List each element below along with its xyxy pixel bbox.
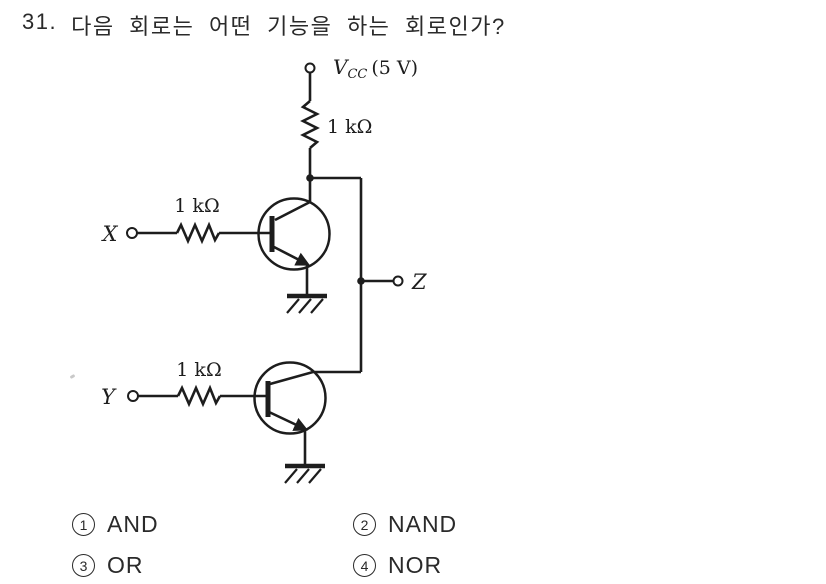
transistor-q1 — [257, 197, 331, 296]
answer-options: 1 AND 2 NAND 3 OR 4 NOR — [72, 511, 457, 578]
transistor-q2 — [253, 361, 327, 466]
vcc-label: VCC (5 V) — [333, 55, 418, 82]
vcc-label-v: V — [333, 55, 350, 79]
q1-emitter — [273, 245, 311, 266]
q1-body — [257, 197, 331, 271]
question-number: 31. — [22, 9, 58, 34]
option-4-label: NOR — [388, 551, 443, 578]
q2-body — [253, 361, 327, 435]
option-1: 1 AND — [72, 511, 353, 537]
input-y-terminal — [127, 390, 139, 402]
question: 31. 다음 회로는 어떤 기능을 하는 회로인가? — [22, 9, 506, 41]
input-y-resistor — [176, 384, 222, 408]
option-3-label: OR — [107, 551, 144, 578]
option-3-circled-number: 3 — [72, 553, 95, 577]
option-2-label: NAND — [388, 510, 458, 537]
option-3: 3 OR — [72, 552, 353, 578]
wire-resistor-to-q1-collector — [274, 148, 312, 222]
junction-dot-output — [357, 277, 365, 285]
pullup-resistor-label: 1 kΩ — [327, 116, 372, 138]
input-x-terminal — [126, 227, 138, 239]
input-x-resistor-label: 1 kΩ — [174, 195, 219, 217]
pullup-resistor — [300, 100, 320, 149]
option-4: 4 NOR — [353, 552, 457, 578]
option-2-circled-number: 2 — [353, 512, 376, 536]
terminals — [126, 62, 404, 402]
ground-hatches — [284, 468, 322, 484]
ground-symbol-q1 — [286, 293, 327, 314]
vcc-terminal — [304, 62, 316, 74]
junction-dot-collector — [306, 174, 314, 182]
input-y-label: Y — [101, 385, 117, 409]
vcc-label-voltage: (5 V) — [371, 57, 418, 79]
output-z-terminal — [392, 275, 404, 287]
question-text: 다음 회로는 어떤 기능을 하는 회로인가? — [71, 14, 506, 39]
option-1-circled-number: 1 — [72, 512, 95, 536]
vcc-label-sub: CC — [347, 67, 367, 82]
ground-symbol-q2 — [284, 463, 325, 484]
ground-hatches — [286, 298, 324, 314]
q2-emitter — [268, 410, 309, 431]
input-y-resistor-label: 1 kΩ — [176, 359, 221, 381]
option-4-circled-number: 4 — [353, 553, 376, 577]
option-1-label: AND — [107, 510, 159, 537]
input-x-resistor — [175, 221, 221, 245]
input-x-label: X — [101, 222, 119, 246]
option-2: 2 NAND — [353, 511, 457, 537]
output-z-label: Z — [411, 270, 427, 294]
